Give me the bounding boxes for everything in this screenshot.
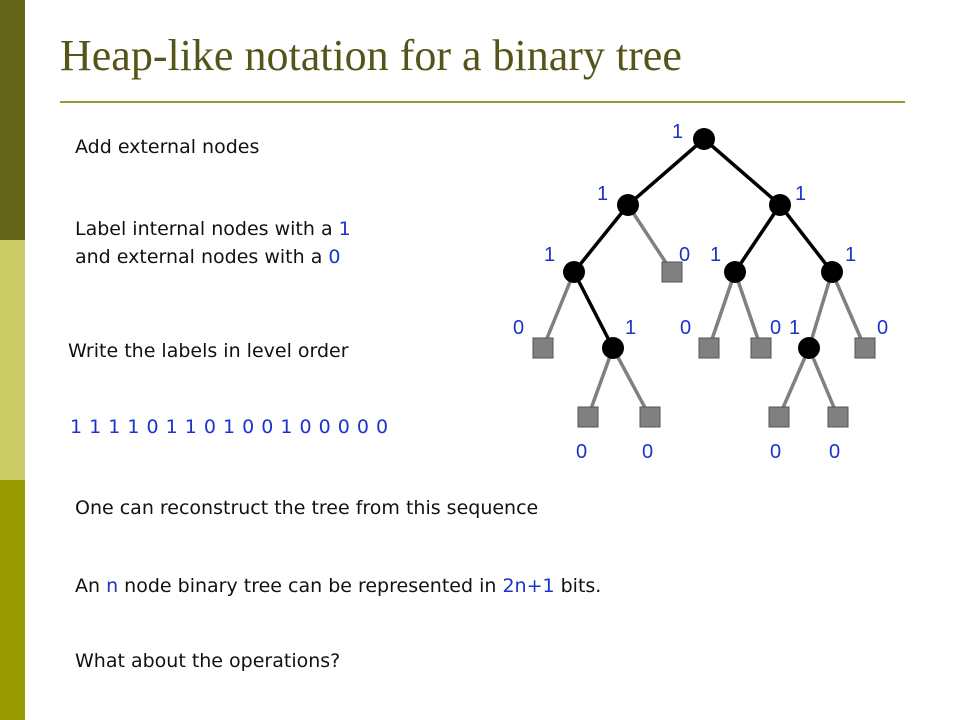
external-node-18 [577, 406, 599, 428]
edge-2-5 [626, 204, 674, 273]
edge-4-9 [572, 271, 615, 349]
label-e12: 0 [680, 317, 691, 339]
edge-4-8 [541, 271, 576, 349]
text-label-a: Label internal nodes with a [75, 218, 339, 240]
edge-9-18 [586, 347, 615, 418]
label-e5: 0 [679, 244, 690, 266]
text-bits-a: An [75, 575, 107, 597]
edge-7-14 [807, 271, 834, 349]
text-label-b-val: 0 [328, 246, 341, 268]
internal-node-2 [617, 194, 639, 216]
label-n4: 1 [544, 244, 555, 266]
label-e13: 0 [770, 317, 781, 339]
internal-node-7 [821, 261, 843, 283]
external-node-13 [750, 337, 772, 359]
label-n14: 1 [789, 317, 800, 339]
text-label-a-val: 1 [338, 218, 351, 240]
edge-7-15 [830, 271, 867, 349]
external-node-28 [768, 406, 790, 428]
edge-14-29 [807, 347, 840, 418]
label-e8: 0 [513, 317, 524, 339]
text-bits-c: bits. [554, 575, 602, 597]
external-node-12 [698, 337, 720, 359]
text-bits-n: n [106, 575, 119, 597]
edge-14-28 [777, 347, 811, 418]
edge-3-7 [778, 203, 834, 274]
label-e19: 0 [642, 441, 653, 463]
internal-node-6 [724, 261, 746, 283]
edge-6-12 [707, 271, 737, 349]
label-n9: 1 [625, 317, 636, 339]
level-order-sequence: 1 1 1 1 0 1 1 0 1 0 0 1 0 0 0 0 0 [70, 416, 389, 438]
internal-node-3 [769, 194, 791, 216]
external-node-29 [827, 406, 849, 428]
label-n2: 1 [597, 183, 608, 205]
internal-node-4 [563, 261, 585, 283]
label-n6: 1 [710, 244, 721, 266]
edge-9-19 [611, 347, 652, 418]
internal-node-1 [693, 128, 715, 150]
text-operations: What about the operations? [75, 650, 341, 672]
external-node-19 [639, 406, 661, 428]
side-bar-middle [0, 240, 25, 480]
label-n7: 1 [845, 244, 856, 266]
text-level-order: Write the labels in level order [68, 340, 349, 362]
label-n3: 1 [795, 183, 806, 205]
edge-3-6 [733, 204, 782, 273]
edge-1-2 [626, 137, 706, 207]
text-label-line-1: Label internal nodes with a 1 [75, 218, 351, 240]
internal-node-9 [602, 337, 624, 359]
external-node-8 [532, 337, 554, 359]
side-bar-bottom [0, 480, 25, 720]
label-e15: 0 [877, 317, 888, 339]
text-add-external: Add external nodes [75, 136, 260, 158]
edge-2-4 [572, 203, 630, 274]
external-node-5 [661, 261, 683, 283]
slide-title: Heap-like notation for a binary tree [60, 31, 682, 80]
label-n1: 1 [672, 121, 683, 143]
text-label-b: and external nodes with a [75, 246, 329, 268]
side-bar-top [0, 0, 25, 240]
text-reconstruct: One can reconstruct the tree from this s… [75, 497, 539, 519]
text-label-line-2: and external nodes with a 0 [75, 246, 341, 268]
text-bits-b: node binary tree can be represented in [118, 575, 503, 597]
label-e18: 0 [576, 441, 587, 463]
text-bits: An n node binary tree can be represented… [75, 575, 601, 597]
title-rule [60, 101, 905, 103]
edge-6-13 [733, 271, 763, 349]
internal-node-14 [798, 337, 820, 359]
edge-1-3 [702, 137, 782, 207]
label-e28: 0 [770, 441, 781, 463]
text-bits-formula: 2n+1 [502, 575, 555, 597]
label-e29: 0 [829, 441, 840, 463]
external-node-15 [854, 337, 876, 359]
